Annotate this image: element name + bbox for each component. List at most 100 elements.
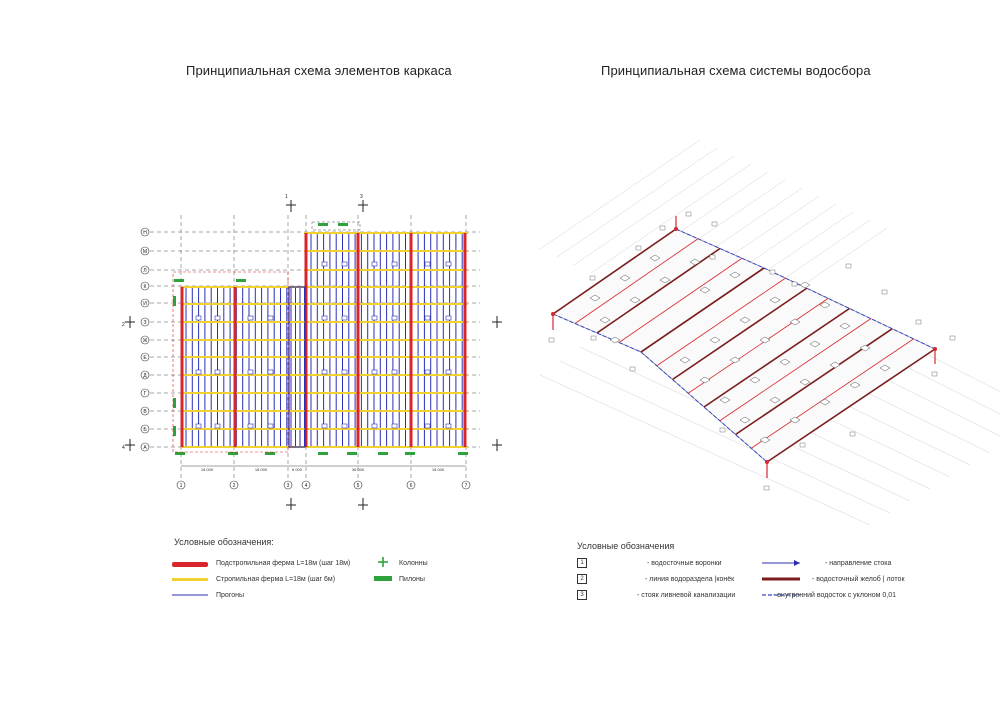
skylight	[709, 336, 721, 344]
section-mark-3: 3	[360, 194, 363, 200]
sub-rafter-trusses	[180, 233, 467, 447]
axis-label: 1	[180, 483, 183, 489]
skylight	[247, 423, 254, 429]
iso-tag	[635, 245, 642, 251]
roof-outline	[552, 228, 936, 463]
skylight	[445, 423, 452, 429]
legend-num-1: 1	[577, 558, 587, 568]
grid-line	[539, 139, 701, 250]
skylight	[809, 340, 821, 348]
axis-circle	[140, 406, 150, 416]
skylight	[629, 296, 641, 304]
axis-circle	[140, 246, 150, 256]
skylight	[391, 315, 398, 321]
iso-tag	[791, 281, 798, 287]
skylight	[195, 315, 202, 321]
skylight	[214, 369, 221, 375]
axis-label: Л	[143, 268, 146, 274]
axis-circle	[353, 480, 363, 490]
iso-tag	[711, 221, 718, 227]
legend-yellow-truss: Стропильная ферма L=18м (шаг 6м)	[216, 576, 336, 583]
skylight	[445, 261, 452, 267]
axis-circle	[140, 317, 150, 327]
skylight	[247, 369, 254, 375]
axis-circle	[140, 424, 150, 434]
skylight	[391, 261, 398, 267]
skylight	[789, 416, 801, 424]
skylight	[371, 315, 378, 321]
ridge-line	[688, 298, 829, 394]
downpipes	[552, 216, 936, 478]
skylight	[341, 261, 348, 267]
skylight	[739, 416, 751, 424]
grid-line	[559, 360, 891, 514]
legend-flow-direction: - направление стока	[825, 560, 892, 567]
skylight	[445, 315, 452, 321]
section-mark-4: 4	[122, 445, 125, 451]
grid-line	[590, 163, 752, 274]
skylight	[789, 318, 801, 326]
axis-label: Е	[143, 355, 147, 361]
iso-tags	[548, 211, 956, 491]
gutter-line	[766, 348, 936, 463]
axis-circle	[140, 370, 150, 380]
axis-circle	[140, 265, 150, 275]
skylight	[424, 369, 431, 375]
skylight	[649, 254, 661, 262]
skylight	[341, 423, 348, 429]
iso-tag	[685, 211, 692, 217]
drainage-isometric	[539, 139, 1000, 526]
skylight	[391, 369, 398, 375]
axis-label: Б	[143, 427, 147, 433]
skylight	[749, 376, 761, 384]
skylight	[819, 301, 831, 309]
dimension-label: 18 000	[255, 467, 268, 472]
skylight	[739, 316, 751, 324]
section-mark-2: 2	[122, 322, 125, 328]
skylight	[609, 336, 621, 344]
iso-tag	[719, 427, 726, 433]
grid-line	[573, 155, 735, 266]
skylight	[371, 369, 378, 375]
skylight	[769, 396, 781, 404]
axis-label: 4	[305, 483, 308, 489]
skylight	[267, 369, 274, 375]
iso-tag	[931, 371, 938, 377]
gutter-line	[552, 228, 677, 315]
axis-label: Н	[143, 230, 147, 236]
axis-label: К	[144, 284, 147, 290]
drainage-scheme-title: Принципиальная схема системы водосбора	[601, 63, 871, 78]
iso-tag	[849, 431, 856, 437]
dimension-label: 18 000	[432, 467, 445, 472]
gutter-line	[640, 267, 765, 353]
iso-tag	[629, 366, 636, 372]
skylight	[341, 315, 348, 321]
ridge-line	[656, 277, 786, 367]
skylight	[321, 423, 328, 429]
skylight	[799, 281, 811, 289]
ridge-line	[618, 257, 743, 343]
skylight	[195, 369, 202, 375]
legend-num-3: 3	[577, 590, 587, 600]
axis-circle	[140, 335, 150, 345]
legend-ridge: - линия водораздела |конёк	[645, 576, 735, 583]
axis-circle	[140, 352, 150, 362]
legend-funnels: - водосточные воронки	[647, 560, 722, 567]
axis-circle	[140, 281, 150, 291]
axis-label: Ж	[143, 338, 148, 344]
axis-label: Г	[144, 391, 147, 397]
skylight	[599, 316, 611, 324]
axis-label: В	[143, 409, 147, 415]
legend-num-2: 2	[577, 574, 587, 584]
iso-tag	[763, 485, 770, 491]
iso-tag	[949, 335, 956, 341]
grid-line	[556, 147, 718, 258]
axis-circle	[140, 388, 150, 398]
skylight	[391, 423, 398, 429]
legend-internal-drain: - внутренний водосток с уклоном 0,01	[773, 592, 897, 599]
skylight	[799, 378, 811, 386]
skylight	[424, 261, 431, 267]
